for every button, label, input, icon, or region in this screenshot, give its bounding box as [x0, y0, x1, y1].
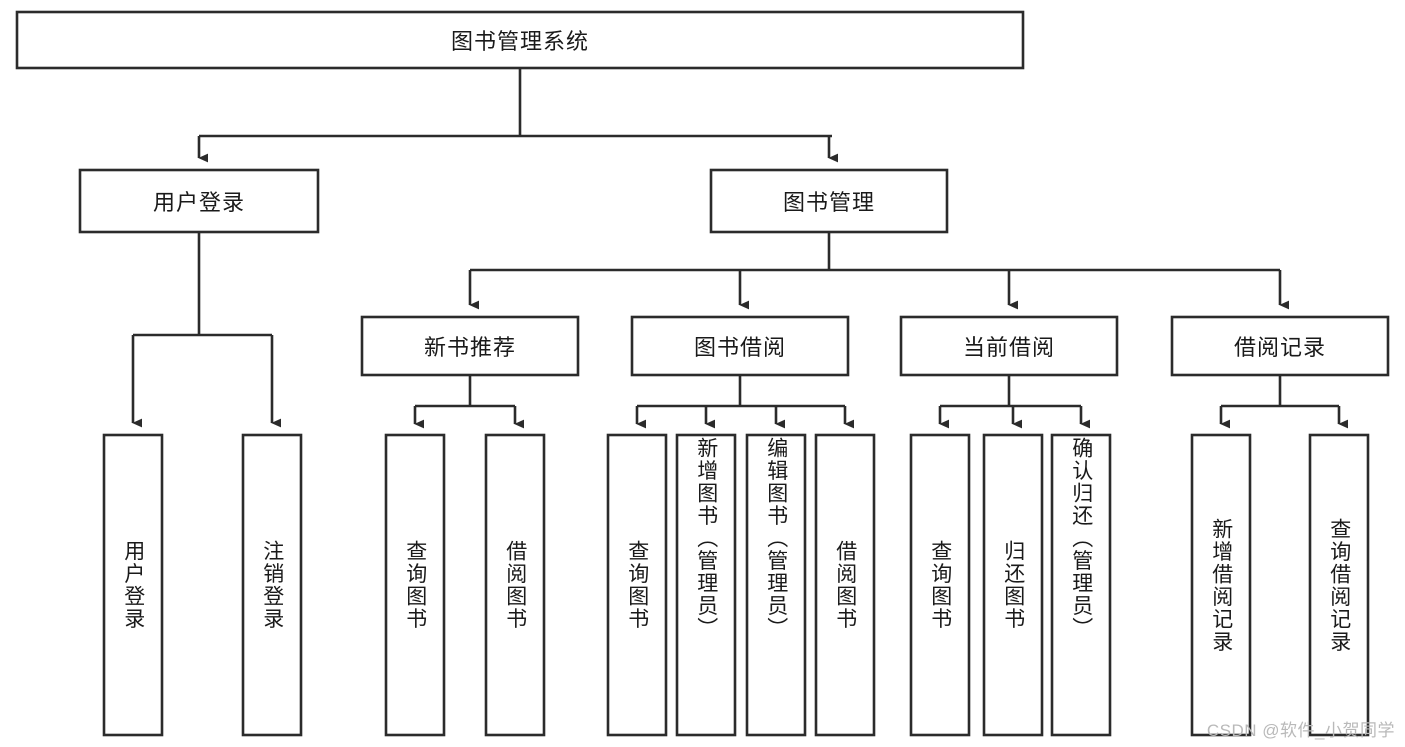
node-user-login[interactable] [78, 168, 320, 234]
node-leaf-edit-book[interactable] [745, 433, 807, 737]
node-book-borrow[interactable] [630, 315, 850, 377]
connector-bookmanage-to-level3 [468, 232, 1290, 310]
node-leaf-user-login[interactable] [102, 433, 164, 737]
node-leaf-add-record[interactable] [1190, 433, 1252, 737]
connector-userlogin-to-leaves [131, 232, 282, 428]
connector-newbook-to-leaves [413, 375, 525, 429]
node-current-borrow[interactable] [899, 315, 1119, 377]
connector-bookborrow-to-leaves [635, 375, 855, 429]
node-leaf-query-book-1[interactable] [384, 433, 446, 737]
node-leaf-borrow-book-2[interactable] [814, 433, 876, 737]
node-book-manage[interactable] [709, 168, 949, 234]
node-leaf-logout[interactable] [241, 433, 303, 737]
watermark: CSDN @软件_小贺同学 [1206, 721, 1395, 740]
node-leaf-add-book[interactable] [675, 433, 737, 737]
node-leaf-borrow-book-1[interactable] [484, 433, 546, 737]
node-borrow-record[interactable] [1170, 315, 1390, 377]
node-leaf-query-book-2[interactable] [606, 433, 668, 737]
node-leaf-return-book[interactable] [982, 433, 1044, 737]
node-leaf-query-record[interactable] [1308, 433, 1370, 737]
connector-borrowrecord-to-leaves [1219, 375, 1349, 429]
connector-root-to-level2 [197, 68, 839, 163]
node-root[interactable] [15, 10, 1025, 70]
connector-currentborrow-to-leaves [938, 375, 1091, 429]
node-new-book-rec[interactable] [360, 315, 580, 377]
node-leaf-confirm-return[interactable] [1050, 433, 1112, 737]
node-leaf-query-book-3[interactable] [909, 433, 971, 737]
